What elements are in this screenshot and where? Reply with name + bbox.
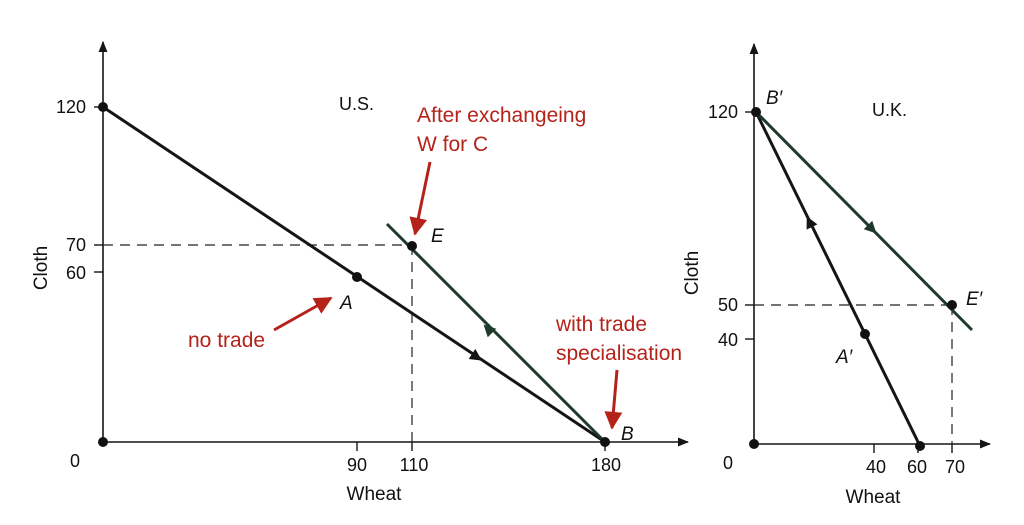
us-panel: U.S. 120 70 60 0 90 110 180 Wheat Cloth … <box>31 40 690 505</box>
us-point-b <box>600 437 610 447</box>
us-point-cloth-intercept <box>98 102 108 112</box>
uk-point-e-prime <box>947 300 957 310</box>
annotation-after-exchange-arrow <box>409 161 432 236</box>
us-ppf-direction-arrow <box>468 349 482 361</box>
uk-point-label-b-prime: B′ <box>766 88 784 109</box>
us-trade-line <box>385 222 607 444</box>
us-point-a <box>352 272 362 282</box>
uk-x-axis-label: Wheat <box>846 487 902 508</box>
us-x-tick-label-180: 180 <box>591 455 621 475</box>
uk-title: U.K. <box>872 100 907 120</box>
uk-origin-label: 0 <box>723 453 733 473</box>
annotation-no-trade-arrow <box>273 296 333 332</box>
us-x-tick-label-90: 90 <box>347 455 367 475</box>
uk-x-tick-label-40: 40 <box>866 457 886 477</box>
annotation-after-exchange-line1: After exchangeing <box>417 104 586 127</box>
uk-ppf-line <box>754 111 922 447</box>
annotation-with-trade-line1: with trade <box>555 313 647 336</box>
us-y-tick-label-120: 120 <box>56 97 86 117</box>
uk-panel: U.K. 120 50 40 0 40 60 70 Wheat Cloth B′… <box>682 42 992 508</box>
us-title: U.S. <box>339 94 374 114</box>
uk-ppf-direction-arrow <box>806 216 818 230</box>
uk-y-tick-label-50: 50 <box>718 295 738 315</box>
us-y-axis-label: Cloth <box>31 246 52 290</box>
us-origin-label: 0 <box>70 451 80 471</box>
us-x-tick-label-110: 110 <box>400 455 429 475</box>
annotation-with-trade-arrow <box>604 369 623 430</box>
uk-trade-line <box>754 110 974 332</box>
uk-point-b-prime <box>751 107 761 117</box>
uk-y-tick-label-40: 40 <box>718 330 738 350</box>
us-point-label-a: A <box>339 293 353 314</box>
annotation-no-trade: no trade <box>188 329 265 352</box>
us-point-label-e: E <box>431 226 444 247</box>
uk-point-origin <box>749 439 759 449</box>
uk-y-axis-label: Cloth <box>682 251 703 295</box>
us-y-tick-label-60: 60 <box>66 263 86 283</box>
us-x-axis-label: Wheat <box>347 484 403 505</box>
annotation-after-exchange-line2: W for C <box>417 133 488 156</box>
us-point-origin <box>98 437 108 447</box>
uk-y-tick-label-120: 120 <box>708 102 738 122</box>
uk-x-tick-label-60: 60 <box>907 457 927 477</box>
uk-point-wheat-intercept <box>915 441 925 451</box>
uk-point-label-e-prime: E′ <box>966 289 984 310</box>
us-point-label-b: B <box>621 424 634 445</box>
uk-point-a-prime <box>860 329 870 339</box>
annotation-with-trade-line2: specialisation <box>556 342 682 365</box>
uk-x-tick-label-70: 70 <box>945 457 965 477</box>
us-y-tick-label-70: 70 <box>66 235 86 255</box>
uk-point-label-a-prime: A′ <box>835 347 854 368</box>
us-point-e <box>407 241 417 251</box>
